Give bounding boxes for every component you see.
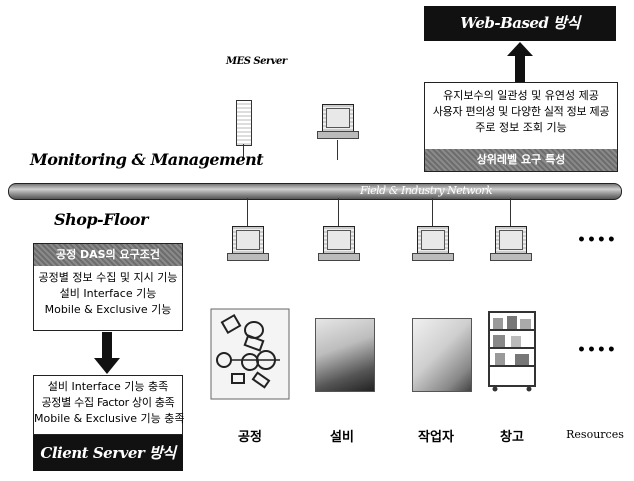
up-arrow-icon bbox=[505, 42, 535, 82]
top-req-line-1: 유지보수의 일관성 및 유연성 제공 bbox=[425, 88, 617, 104]
resource-label-equipment: 설비 bbox=[322, 426, 362, 445]
resource-label-worker: 작업자 bbox=[408, 426, 464, 445]
das-req-line-1: 공정별 정보 수집 및 지시 기능 bbox=[34, 270, 182, 286]
top-req-header: 상위레벨 요구 특성 bbox=[425, 149, 617, 171]
client-server-label: Client Server 방식 bbox=[40, 444, 175, 462]
ellipsis-bottom: •••• bbox=[577, 342, 617, 358]
web-based-banner: Web-Based 방식 bbox=[424, 6, 616, 41]
top-requirements-box: 유지보수의 일관성 및 유연성 제공 사용자 편의성 및 다양한 실적 정보 제… bbox=[424, 82, 618, 172]
das-requirements-box: 공정 DAS의 요구조건 공정별 정보 수집 및 지시 기능 설비 Interf… bbox=[33, 243, 183, 331]
client-line-2: 공정별 수집 Factor 상이 충족 bbox=[34, 395, 182, 411]
upper-workstation-icon bbox=[322, 104, 354, 132]
resource-label-warehouse: 창고 bbox=[492, 426, 532, 445]
shopfloor-label: Shop-Floor bbox=[54, 210, 148, 229]
down-arrow-icon bbox=[92, 332, 122, 374]
process-shapes-icon bbox=[210, 308, 290, 400]
resource-label-process: 공정 bbox=[230, 426, 270, 445]
equipment-photo bbox=[315, 318, 375, 392]
mes-server-tower-icon bbox=[236, 100, 252, 146]
worker-photo bbox=[412, 318, 472, 392]
top-req-line-2: 사용자 편의성 및 다양한 실적 정보 제공 bbox=[425, 104, 617, 120]
client-server-banner: Client Server 방식 bbox=[33, 435, 183, 471]
mes-server-label: MES Server bbox=[226, 56, 287, 67]
ellipsis-top: •••• bbox=[577, 232, 617, 248]
floor-pc-icon-3 bbox=[417, 226, 449, 254]
client-line-1: 설비 Interface 기능 충족 bbox=[34, 379, 182, 395]
floor-pc-icon-2 bbox=[323, 226, 355, 254]
client-line-3: Mobile & Exclusive 기능 충족 bbox=[34, 411, 182, 427]
network-bus bbox=[8, 183, 622, 200]
floor-pc-icon-1 bbox=[232, 226, 264, 254]
resource-label-resources: Resources bbox=[562, 428, 628, 441]
monitoring-label: Monitoring & Management bbox=[30, 150, 263, 169]
client-result-box: 설비 Interface 기능 충족 공정별 수집 Factor 상이 충족 M… bbox=[33, 375, 183, 435]
warehouse-shelf-icon bbox=[487, 310, 537, 392]
network-label: Field & Industry Network bbox=[360, 184, 492, 197]
floor-pc-icon-4 bbox=[495, 226, 527, 254]
das-req-line-2: 설비 Interface 기능 bbox=[34, 286, 182, 302]
top-req-line-3: 주로 정보 조회 기능 bbox=[425, 120, 617, 136]
das-req-header: 공정 DAS의 요구조건 bbox=[34, 244, 182, 266]
web-based-label: Web-Based 방식 bbox=[460, 14, 580, 32]
das-req-line-3: Mobile & Exclusive 기능 bbox=[34, 302, 182, 318]
